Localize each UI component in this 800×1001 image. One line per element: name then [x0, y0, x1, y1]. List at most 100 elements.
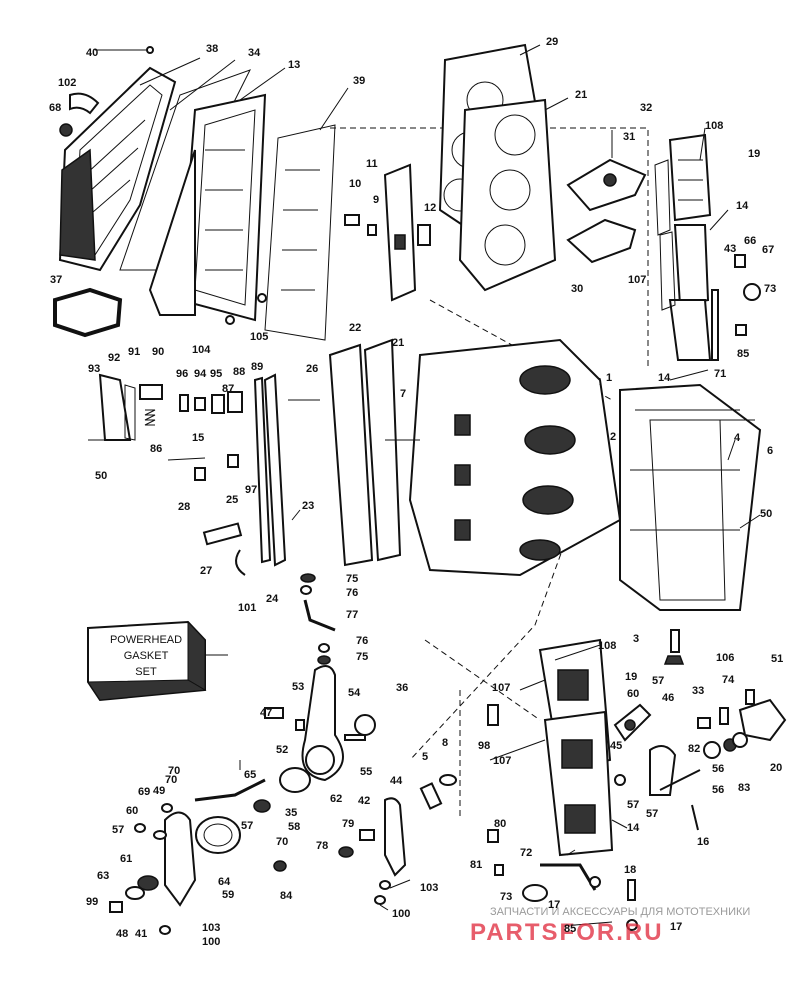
callout-107: 107 [492, 682, 510, 694]
callout-39: 39 [353, 75, 365, 87]
callout-54: 54 [348, 687, 361, 699]
callout-43: 43 [724, 243, 736, 255]
callout-30: 30 [571, 283, 583, 295]
callout-12: 12 [424, 202, 436, 214]
callout-49: 49 [153, 785, 165, 797]
callout-76: 76 [356, 635, 368, 647]
callout-10: 10 [349, 178, 361, 190]
callout-21: 21 [575, 89, 587, 101]
callout-86: 86 [150, 443, 162, 455]
callout-76: 76 [346, 587, 358, 599]
callout-38: 38 [206, 43, 218, 55]
callout-16: 16 [697, 836, 709, 848]
callout-35: 35 [285, 807, 297, 819]
callout-87: 87 [222, 383, 234, 395]
callout-94: 94 [194, 368, 207, 380]
callout-101: 101 [238, 602, 256, 614]
callout-72: 72 [520, 847, 532, 859]
callout-40: 40 [86, 47, 98, 59]
callout-51: 51 [771, 653, 783, 665]
gasket-set-line-2: GASKET [124, 650, 169, 662]
callout-75: 75 [346, 573, 358, 585]
callout-47: 47 [260, 707, 272, 719]
head-gasket [458, 98, 557, 292]
callout-22: 22 [349, 322, 361, 334]
callout-85: 85 [737, 348, 749, 360]
pins-right [659, 769, 701, 831]
link-plates-right [613, 689, 787, 796]
watermark-brand: PARTSFOR.RU [470, 919, 664, 946]
cover-bar [344, 163, 431, 302]
callout-17: 17 [670, 921, 682, 933]
callout-19: 19 [625, 671, 637, 683]
callout-64: 64 [218, 876, 231, 888]
bypass-valve-assembly [88, 373, 243, 441]
callout-78: 78 [316, 840, 328, 852]
callout-23: 23 [302, 500, 314, 512]
callout-14: 14 [736, 200, 749, 212]
callout-55: 55 [360, 766, 372, 778]
watermark: ЗАПЧАСТИ И АКСЕССУАРЫ ДЛЯ МОТОТЕХНИКИ PA… [470, 906, 750, 946]
callout-68: 68 [49, 102, 61, 114]
callout-7: 7 [400, 388, 406, 400]
callout-99: 99 [86, 896, 98, 908]
callout-57: 57 [646, 808, 658, 820]
callout-15: 15 [192, 432, 204, 444]
callout-21: 21 [392, 337, 404, 349]
callout-73: 73 [764, 283, 776, 295]
temperature-sensor [167, 454, 246, 576]
callout-92: 92 [108, 352, 120, 364]
callout-48: 48 [116, 928, 128, 940]
reed-plate-lower [538, 638, 614, 857]
seal-ring [53, 287, 123, 338]
callout-3: 3 [633, 633, 639, 645]
callout-14: 14 [658, 372, 671, 384]
thermostat-gasket [566, 218, 637, 264]
callout-25: 25 [226, 494, 238, 506]
callout-9: 9 [373, 194, 379, 206]
callout-57: 57 [241, 820, 253, 832]
callout-56: 56 [712, 763, 724, 775]
callout-28: 28 [178, 501, 190, 513]
callout-1: 1 [606, 372, 612, 384]
callout-100: 100 [202, 936, 220, 948]
callout-17: 17 [548, 899, 560, 911]
callout-24: 24 [266, 593, 279, 605]
callout-71: 71 [714, 368, 726, 380]
callout-66: 66 [744, 235, 756, 247]
callout-70: 70 [276, 836, 288, 848]
callout-26: 26 [306, 363, 318, 375]
callout-85: 85 [564, 923, 576, 935]
callout-65: 65 [244, 769, 256, 781]
callout-67: 67 [762, 244, 774, 256]
callout-90: 90 [152, 346, 164, 358]
callout-37: 37 [50, 274, 62, 286]
reed-plate-upper [654, 133, 719, 361]
callout-105: 105 [250, 331, 268, 343]
callout-73: 73 [500, 891, 512, 903]
callout-83: 83 [738, 782, 750, 794]
crankcase [408, 338, 622, 577]
callout-31: 31 [623, 131, 635, 143]
inner-exhaust-plate [148, 93, 267, 322]
callout-53: 53 [292, 681, 304, 693]
callout-2: 2 [610, 431, 616, 443]
callout-70: 70 [165, 774, 177, 786]
side-gaskets [253, 373, 287, 567]
callout-44: 44 [390, 775, 403, 787]
washer-104 [225, 315, 235, 325]
callout-107: 107 [628, 274, 646, 286]
callout-50: 50 [760, 508, 772, 520]
small-hardware-right [734, 254, 761, 336]
callout-91: 91 [128, 346, 140, 358]
throttle-lever [109, 778, 266, 935]
callout-75: 75 [356, 651, 368, 663]
callout-70: 70 [168, 765, 180, 777]
thermostat-cover [566, 130, 647, 212]
callout-58: 58 [288, 821, 300, 833]
callout-80: 80 [494, 818, 506, 830]
callout-5: 5 [422, 751, 428, 763]
leader-lines [139, 44, 761, 911]
